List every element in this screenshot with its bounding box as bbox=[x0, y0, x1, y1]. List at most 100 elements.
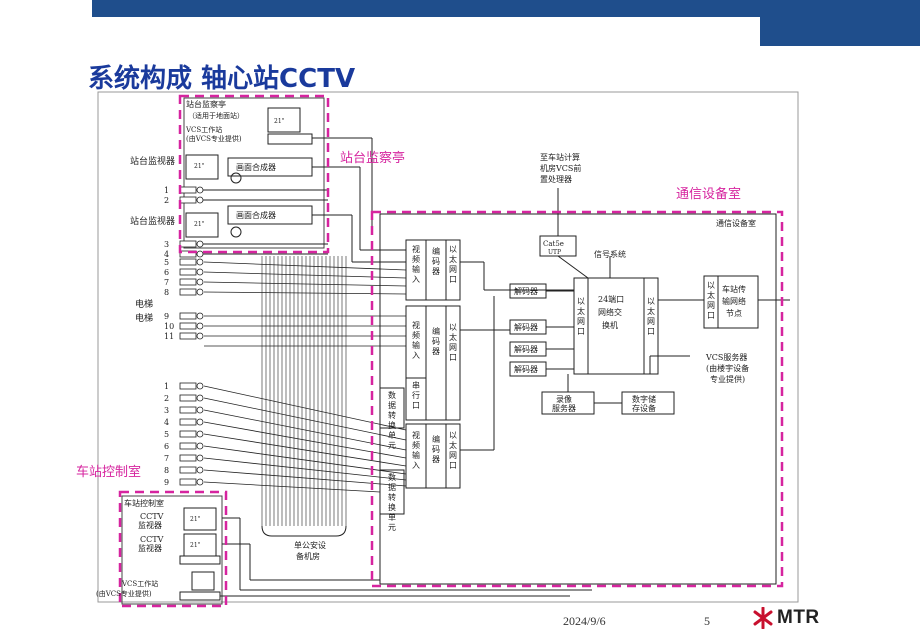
telecom-room-label: 通信设备室 bbox=[676, 186, 741, 202]
camera-icon bbox=[179, 430, 197, 438]
recording-server-1: 录像 bbox=[556, 394, 572, 404]
booth-title: 站台监察亭 bbox=[186, 99, 226, 109]
block-label-char: 转 bbox=[388, 410, 396, 420]
block-label-char: 太 bbox=[707, 290, 715, 300]
camera-icon bbox=[179, 240, 197, 248]
control-room-box bbox=[121, 495, 223, 605]
decoder-label-2: 解码器 bbox=[514, 322, 538, 332]
platform-booth-region bbox=[178, 94, 330, 254]
cctv-monitor-label-1b: 监视器 bbox=[138, 520, 162, 530]
elevator-label-1: 电梯 bbox=[135, 298, 153, 310]
block-label-char: 编 bbox=[432, 326, 440, 336]
transport-node bbox=[703, 275, 759, 329]
security-room-1: 单公安设 bbox=[294, 540, 326, 550]
to-station-comp-3: 置处理器 bbox=[540, 174, 572, 184]
decoder-label-4: 解码器 bbox=[514, 364, 538, 374]
switch-label-1: 24端口 bbox=[598, 294, 624, 304]
vcs-ws-ctrl-1: VCS工作站 bbox=[121, 579, 158, 588]
booth-box bbox=[183, 97, 325, 249]
block-label-char: 据 bbox=[388, 400, 396, 410]
vcs-server-2: (由楼宇设备 bbox=[706, 363, 749, 373]
camera-number: 8 bbox=[164, 288, 169, 297]
block-label-char: 据 bbox=[388, 482, 396, 492]
camera-icon bbox=[179, 196, 197, 204]
block-label-char: 行 bbox=[412, 390, 420, 400]
ethernet-3 bbox=[445, 423, 461, 489]
telecom-room-region bbox=[370, 210, 784, 588]
block-label-char: 以 bbox=[647, 297, 655, 306]
camera-number: 1 bbox=[164, 186, 169, 195]
camera-icon bbox=[179, 478, 197, 486]
block-label-char: 口 bbox=[577, 327, 585, 336]
camera-number: 8 bbox=[164, 466, 169, 475]
block-label-char: 网 bbox=[449, 451, 457, 460]
block-label-char: 转 bbox=[388, 492, 396, 502]
camera-lens-icon bbox=[196, 394, 204, 402]
block-label-char: 输 bbox=[412, 450, 420, 460]
platform-monitor-1-size: 21" bbox=[194, 163, 205, 170]
block-label-char: 视 bbox=[412, 430, 420, 440]
ethernet-1 bbox=[445, 239, 461, 301]
camera-lens-icon bbox=[196, 322, 204, 330]
header-accent-block bbox=[760, 17, 920, 46]
switch-label-3: 换机 bbox=[602, 320, 618, 330]
camera-lens-icon bbox=[196, 240, 204, 248]
cctv-monitor-1-size: 21" bbox=[190, 516, 201, 523]
camera-lens-icon bbox=[196, 454, 204, 462]
to-station-comp-1: 至车站计算 bbox=[540, 152, 580, 162]
camera-icon bbox=[179, 322, 197, 330]
camera-icon bbox=[179, 382, 197, 390]
security-room-2: 备机房 bbox=[296, 551, 320, 561]
camera-icon bbox=[179, 418, 197, 426]
camera-lens-icon bbox=[196, 288, 204, 296]
combiner-label-1: 画面合成器 bbox=[236, 162, 276, 172]
camera-number: 1 bbox=[164, 382, 169, 391]
block-label-char: 单 bbox=[388, 512, 396, 522]
digital-storage-2: 存设备 bbox=[632, 403, 656, 413]
block-label-char: 太 bbox=[449, 440, 457, 450]
block-label-char: 口 bbox=[647, 327, 655, 336]
block-label-char: 视 bbox=[412, 320, 420, 330]
camera-number: 6 bbox=[164, 268, 169, 277]
block-label-char: 频 bbox=[412, 254, 420, 264]
camera-number: 11 bbox=[164, 332, 174, 341]
camera-number: 2 bbox=[164, 394, 169, 403]
camera-number: 9 bbox=[164, 478, 169, 487]
camera-icon bbox=[179, 268, 197, 276]
vcs-ws-keyboard bbox=[179, 591, 221, 601]
control-room-title: 车站控制室 bbox=[124, 498, 164, 508]
camera-number: 4 bbox=[164, 418, 169, 427]
transport-node-1: 车站传 bbox=[722, 284, 746, 294]
cctv-monitor-label-2b: 监视器 bbox=[138, 543, 162, 553]
cctv-monitor-label-2a: CCTV bbox=[140, 535, 164, 544]
platform-monitor-1 bbox=[185, 154, 219, 180]
block-label-char: 口 bbox=[707, 311, 715, 320]
block-label-char: 入 bbox=[412, 461, 420, 470]
block-label-char: 入 bbox=[412, 275, 420, 284]
encoder-2 bbox=[425, 305, 447, 421]
block-label-char: 频 bbox=[412, 330, 420, 340]
block-label-char: 换 bbox=[388, 502, 396, 512]
network-switch bbox=[573, 277, 659, 375]
block-label-char: 频 bbox=[412, 440, 420, 450]
block-label-char: 换 bbox=[388, 420, 396, 430]
block-label-char: 器 bbox=[432, 455, 440, 464]
camera-lens-icon bbox=[196, 332, 204, 340]
control-keyboard bbox=[179, 555, 221, 565]
block-label-char: 口 bbox=[449, 353, 457, 362]
header-bar bbox=[92, 0, 920, 17]
camera-icon bbox=[179, 394, 197, 402]
switch-label-2: 网络交 bbox=[598, 307, 622, 317]
block-label-char: 串 bbox=[412, 381, 420, 390]
camera-icon bbox=[179, 406, 197, 414]
camera-number: 7 bbox=[164, 278, 169, 287]
camera-icon bbox=[179, 454, 197, 462]
combiner-label-2: 画面合成器 bbox=[236, 210, 276, 220]
block-label-char: 太 bbox=[449, 254, 457, 264]
block-label-char: 元 bbox=[388, 523, 396, 532]
page-number: 5 bbox=[704, 614, 710, 628]
block-label-char: 数 bbox=[388, 472, 396, 482]
transport-node-3: 节点 bbox=[726, 309, 742, 318]
platform-booth-label: 站台监察亭 bbox=[340, 150, 405, 166]
diagram-frame bbox=[97, 91, 799, 603]
